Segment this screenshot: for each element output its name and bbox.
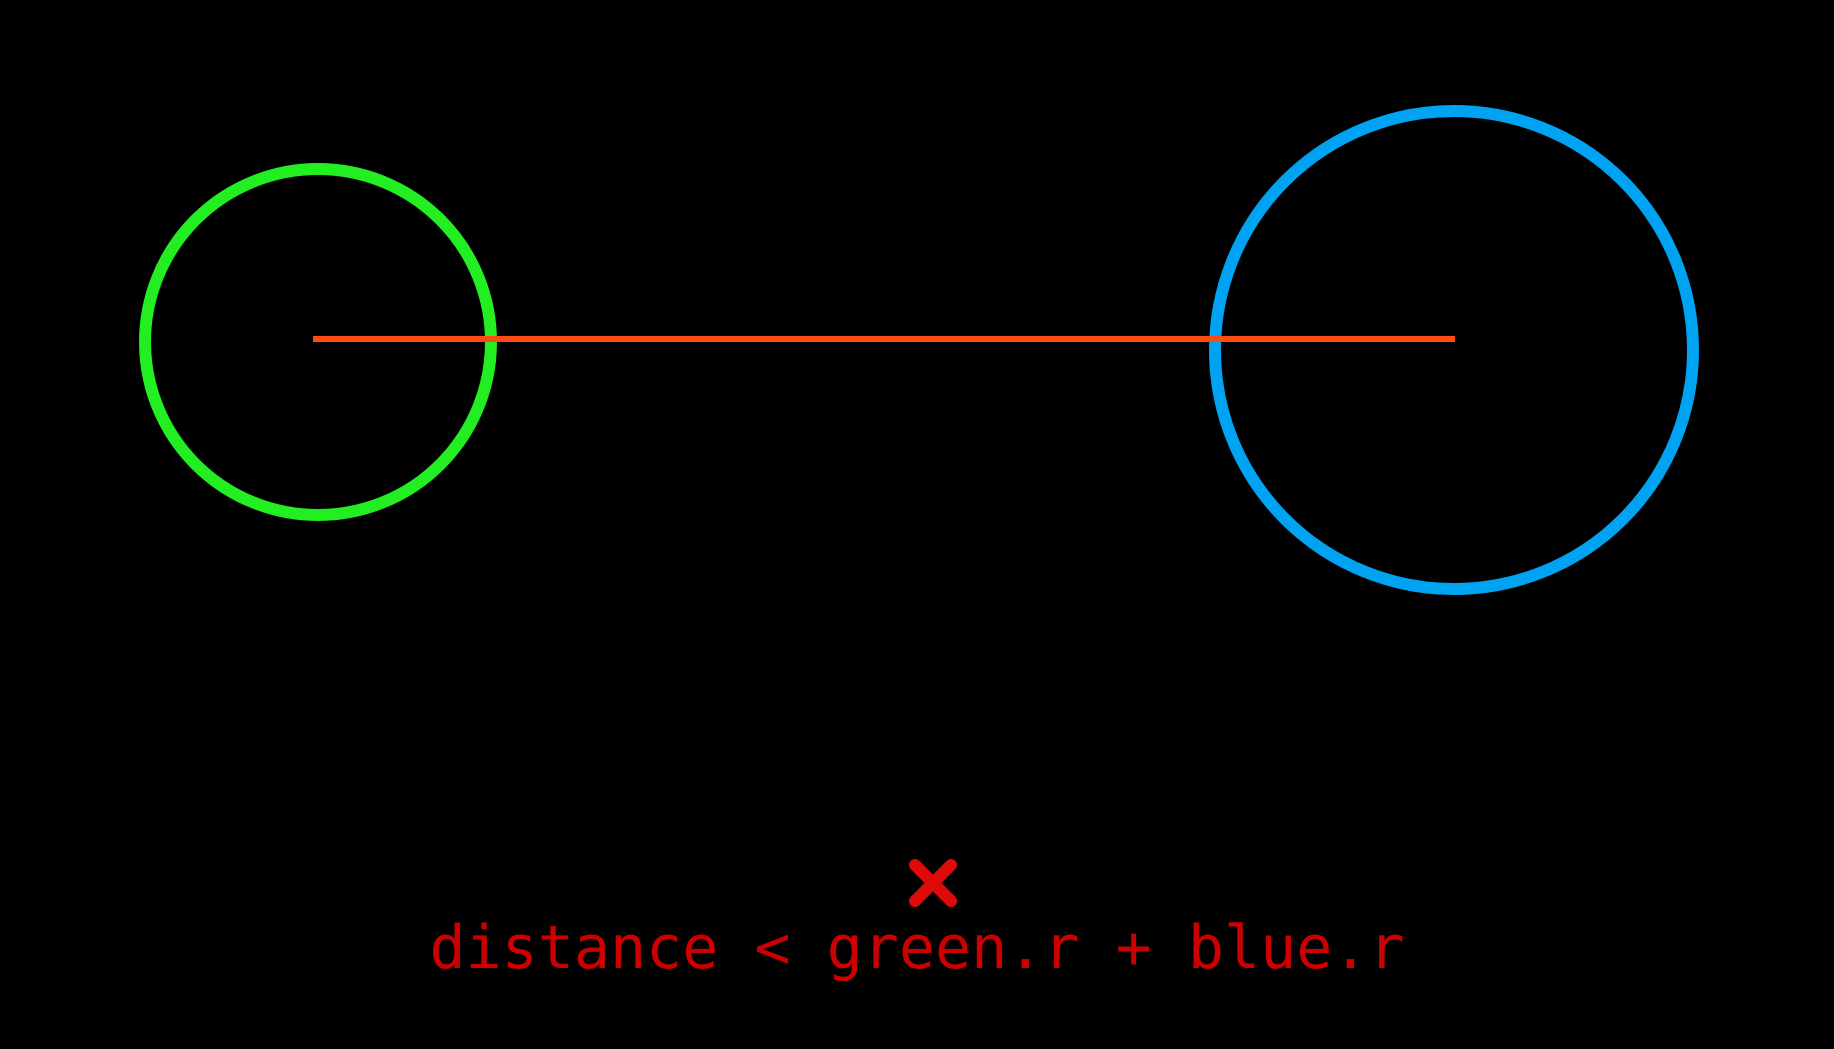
blue-circle <box>1209 105 1699 595</box>
cross-mark-icon <box>909 859 957 907</box>
collision-formula: distance < green.r + blue.r <box>429 913 1405 983</box>
